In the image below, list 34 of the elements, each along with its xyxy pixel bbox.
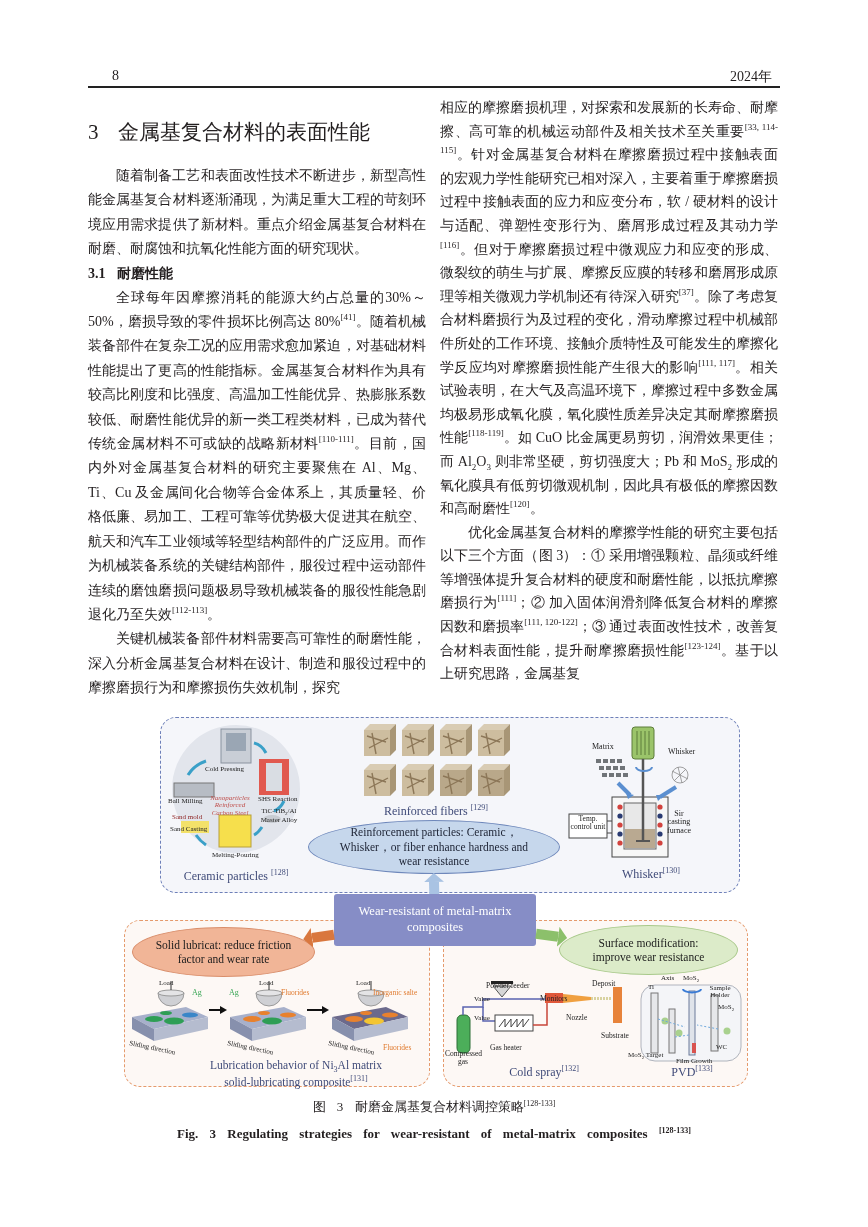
- ellipse-node: Solid lubricat: reduce friction factor and wear rate: [132, 927, 315, 977]
- arrow: [303, 928, 335, 948]
- figure-caption: Fig. 3 Regulating strategies for wear-resistant of metal-matrix composites $^{[128-133]}$: [177, 1126, 691, 1143]
- dashed-panel: [160, 717, 740, 893]
- section-heading: 3 金属基复合材料的表面性能: [88, 119, 370, 146]
- arrow: [306, 1006, 329, 1014]
- figure-caption: Reinforced fibers $^{[129]}$: [383, 803, 489, 819]
- ellipse-node: Reinforcement particles: Ceramic，Whisker，or fiber enhance hardness and wear resistance: [308, 820, 560, 874]
- body-paragraph: 优化金属基复合材料的摩擦学性能的研究主要包括以下三个方面（图 3）：① 采用增强颗粒、晶须或纤维等增强体提升复合材料的硬度和耐磨性能，以抵抗摩擦磨损行为$^{[111]}$；② 加入固体润滑剂降低复合材料的摩擦因数和磨损率$^{[111, 120-122]}$；③ 通过表面改性技术，改善复合材料表面性能，提升耐摩擦磨损性能$^{[123-124]}$。基于以上研究思路，金属基复: [440, 523, 778, 684]
- arrow: [535, 926, 568, 947]
- part-label: Whisker: [668, 748, 696, 757]
- arrow: [208, 1006, 227, 1014]
- figure-caption: PVD$^{[133]}$: [670, 1064, 714, 1080]
- figure-caption: 图 3 耐磨金属基复合材料调控策略$^{[128-133]}$: [312, 1098, 556, 1116]
- body-paragraph: 随着制备工艺和表面改性技术不断进步，新型高性能金属基复合材料逐渐涌现，为满足重大工程的苛刻环境应用需求提供了新材料。重点介绍金属基复合材料在耐磨、耐腐蚀和抗氧化性能方面的研究现状。: [88, 167, 426, 259]
- figure-caption: Whisker$^{[130]}$: [621, 866, 681, 882]
- process-box: Wear-resistant of metal-matrix composites: [334, 894, 536, 946]
- part-label: Ag: [229, 989, 239, 998]
- figure-caption: Lubrication behavior of Ni$_{3}$Al matrix solid-lubricating composite$^{[131]}$: [209, 1059, 383, 1088]
- sliding-wear-drawing: [228, 979, 308, 1043]
- figure-caption: Ceramic particles $^{[128]}$: [182, 868, 290, 884]
- part-label: Sir casting furnace: [666, 810, 692, 836]
- ellipse-node: Surface modification: improve wear resistance: [559, 925, 738, 975]
- part-label: Matrix: [592, 743, 614, 752]
- arrow: [424, 873, 444, 895]
- sliding-wear-drawing: [130, 979, 210, 1043]
- section-subheading: 3.1 耐磨性能: [88, 264, 174, 283]
- page-number: 8: [112, 68, 119, 84]
- part-label: Ag: [192, 989, 202, 998]
- body-paragraph: 相应的摩擦磨损机理，对探索和发展新的长寿命、耐摩擦、高可靠的机械运动部件及相关技术至关重要$^{[33, 114-}$$^{115]}$。针对金属基复合材料在摩擦磨损过程中接触表面的宏观力学性能研究已相对深入，主要着重于摩擦磨损过程中接触表面的应力和应变分布，软 / 硬材料的设计与适配、弹塑性变形行为、磨屑形成过程及其动力学$^{[116]}$。但对于摩擦磨损过程中微观应力和应变的形成、微裂纹的萌生与扩展、摩擦反应膜的转移和磨屑形成原理等相关微观力学机制还有待深入研究$^{[37]}$。除了考虑复合材料磨损行为及过程的变化，滑动摩擦过程中机械部件所处的工作环境、接触介质特性及可能发生的摩擦化学反应均对摩擦磨损性能产生很大的影响$^{[111, 117]}$。相关试验表明，在大气及高温环境下，摩擦过程中多数金属均极易形成氧化膜，氧化膜性质差异决定其耐摩擦磨损性能$^{[118-119]}$。如 CuO 比金属更易剪切，润滑效果更佳；而 Al$_{2}$O$_{3}$ 则非常坚硬，剪切强度大；Pb 和 MoS$_{2}$ 形成的氧化膜具有低剪切微观机制，因此具有极低的摩擦因数和高耐磨性$^{[120]}$。: [440, 99, 778, 519]
- body-paragraph: 关键机械装备部件材料需要高可靠性的耐磨性能，深入分析金属基复合材料在设计、制造和服役过程中的摩擦磨损行为和摩擦损伤失效机制，探究: [88, 630, 426, 698]
- figure-caption: Cold spray$^{[132]}$: [508, 1064, 580, 1080]
- header-year: 2024年: [730, 68, 772, 86]
- body-paragraph: 全球每年因摩擦消耗的能源大约占总量的30%～50%，磨损导致的零件损坏比例高达 80%$^{[41]}$。随着机械装备部件在复杂工况的应用需求愈加紧迫，对基础材料性能提出了更高的性能指标。金属基复合材料作为具有较高比刚度和比强度、高温加工性能优异、热膨胀系数较低、耐磨性能优异的新一类工程类材料，已成为替代传统金属材料不可或缺的战略新材料$^{[110-111]}$。目前，国内外对金属基复合材料的研究主要聚焦在 Al、Mg、Ti、Cu 及金属间化合物等合金体系上，其质量轻、价格低廉、易加工、工程可靠等优势极大促进其在航空、航天和汽车工业领域等轻型结构部件的广泛应用。而作为机械装备系统的关键结构部件，服役过程中运动部件连续的磨蚀磨损问题极易导致机械装备的服役性能急剧退化乃至失效$^{[112-113]}$。: [88, 288, 426, 624]
